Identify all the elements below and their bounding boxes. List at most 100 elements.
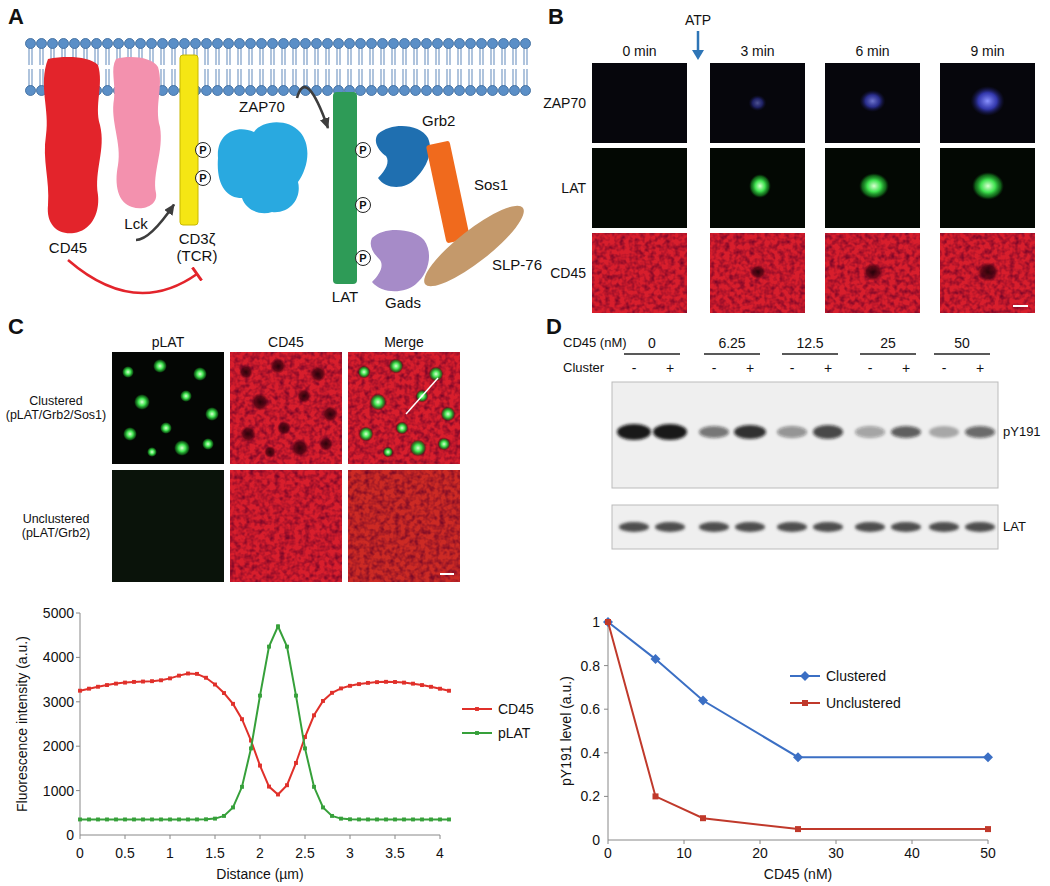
- figure-rect: [940, 63, 1035, 143]
- figure-label: 0.4: [581, 745, 600, 761]
- figure-label: 0.8: [581, 658, 600, 674]
- protein-label-holder: CD45: [49, 239, 87, 256]
- protein-label: CD3ζ (TCR): [173, 230, 221, 265]
- data-marker: [366, 681, 370, 685]
- protein-node: P: [355, 197, 371, 213]
- figure-label: 0: [592, 832, 600, 848]
- figure-g: [612, 354, 998, 549]
- figure-line: [1013, 305, 1028, 307]
- protein-label-holder: P: [359, 253, 366, 264]
- protein-label-holder: SLP-76: [492, 256, 542, 273]
- figure-label-holder: 30: [828, 845, 844, 861]
- figure-ellipse: [777, 522, 807, 532]
- data-marker: [186, 672, 190, 676]
- figure-ellipse: [859, 173, 889, 199]
- figure-label: 3: [346, 845, 354, 861]
- inhibition-arrow: [68, 260, 197, 293]
- figure-label: 0.6: [581, 701, 600, 717]
- figure-label-holder: 0: [76, 845, 84, 861]
- data-marker: [105, 683, 109, 687]
- figure-g: [112, 352, 460, 582]
- figure-line: [395, 835, 396, 839]
- figure-rect: [592, 233, 687, 313]
- data-marker: [321, 699, 325, 703]
- figure-ellipse: [750, 265, 766, 279]
- data-marker: [204, 676, 208, 680]
- figure-label-holder: 1000: [43, 783, 74, 799]
- figure-label-holder: 2000: [43, 738, 74, 754]
- figure-label: pY191: [1003, 425, 1041, 440]
- protein-node: P: [195, 170, 211, 186]
- figure-label-holder: +: [976, 360, 984, 376]
- figure-ellipse: [777, 426, 807, 438]
- figure-rect: [825, 148, 920, 228]
- data-marker: [240, 785, 244, 789]
- figure-label-holder: 0: [66, 827, 74, 843]
- figure-rect: [825, 233, 920, 313]
- data-marker: [78, 818, 82, 822]
- protein-shape: [212, 98, 312, 218]
- figure-line: [80, 835, 81, 839]
- figure-line: [305, 835, 306, 839]
- figure-label-holder: +: [824, 360, 832, 376]
- data-marker: [294, 761, 298, 765]
- data-marker: [159, 818, 163, 822]
- figure-line: [76, 746, 80, 747]
- data-marker: [267, 645, 271, 649]
- data-marker: [87, 687, 91, 691]
- figure-label-holder: 9 min: [970, 43, 1004, 59]
- figure-label-holder: -: [942, 360, 947, 376]
- figure-ellipse: [735, 522, 765, 532]
- figure-label-holder: 0: [592, 832, 600, 848]
- data-marker: [231, 806, 235, 810]
- figure-label-holder: 2.5: [295, 845, 314, 861]
- figure-label: 40: [904, 845, 920, 861]
- figure-label-holder: LAT: [561, 180, 586, 196]
- activation-arrow: [297, 87, 328, 128]
- figure-ellipse: [977, 262, 999, 282]
- figure-label: ZAP70: [543, 95, 586, 111]
- figure-ellipse: [891, 426, 921, 438]
- figure-line: [934, 353, 990, 355]
- data-marker: [698, 695, 708, 705]
- data-marker: [132, 818, 136, 822]
- data-marker: [213, 683, 217, 687]
- protein-label-holder: Lck: [124, 215, 147, 232]
- data-marker: [402, 818, 406, 822]
- data-marker: [411, 818, 415, 822]
- protein-label: LAT: [332, 288, 358, 305]
- figure-label: -: [712, 360, 717, 376]
- legend-sample: [462, 708, 492, 710]
- data-marker: [78, 689, 82, 693]
- figure-label: pY191 level (a.u.): [558, 676, 574, 786]
- figure-rect: [940, 148, 1035, 228]
- protein-label: P: [199, 173, 206, 184]
- figure-label-holder: Fluorescence intensity (a.u.): [14, 636, 30, 812]
- data-marker: [105, 818, 109, 822]
- figure-line: [604, 709, 608, 710]
- figure-label-holder: ATP: [685, 12, 711, 28]
- figure-label-holder: +: [746, 360, 754, 376]
- figure-label-holder: CD45 (nM): [764, 866, 832, 882]
- data-marker: [96, 685, 100, 689]
- figure-label-holder: Merge: [384, 334, 424, 350]
- protein-node: ZAP70: [212, 98, 312, 218]
- data-marker: [114, 818, 118, 822]
- data-marker: [87, 818, 91, 822]
- figure-label: -: [868, 360, 873, 376]
- figure-label: 0.5: [115, 845, 134, 861]
- figure-label: LAT: [1003, 520, 1026, 535]
- data-marker: [375, 818, 379, 822]
- data-marker: [321, 806, 325, 810]
- protein-label: ZAP70: [239, 98, 285, 115]
- figure-label: 3.5: [385, 845, 404, 861]
- figure-ellipse: [734, 425, 766, 439]
- figure-label: LAT: [561, 180, 586, 196]
- data-marker: [420, 683, 424, 687]
- data-marker: [276, 793, 280, 797]
- data-marker: [700, 815, 706, 821]
- figure-rect: [25, 38, 531, 96]
- figure-rect: [592, 148, 687, 228]
- figure-label-holder: ZAP70: [543, 95, 586, 111]
